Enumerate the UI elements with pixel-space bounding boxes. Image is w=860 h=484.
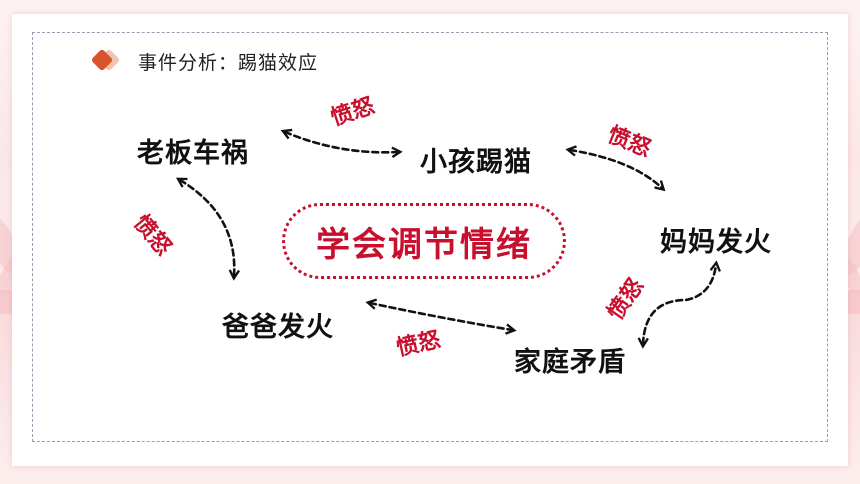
arrow-boss-child xyxy=(280,128,403,158)
arrow-dad-family xyxy=(365,298,517,335)
center-topic-label: 学会调节情绪 xyxy=(316,224,532,265)
center-topic: 学会调节情绪 xyxy=(282,203,566,279)
node-mom-angry: 妈妈发火 xyxy=(660,227,772,258)
dashed-frame xyxy=(32,32,828,442)
node-boss-accident: 老板车祸 xyxy=(137,138,249,169)
page-title: 事件分析：踢猫效应 xyxy=(138,51,319,74)
node-child-kicks-cat: 小孩踢猫 xyxy=(420,147,532,178)
slide-panel xyxy=(12,14,848,466)
node-dad-angry: 爸爸发火 xyxy=(222,312,334,343)
arrow-boss-dad xyxy=(175,177,241,281)
title-bar: 事件分析：踢猫效应 xyxy=(90,44,318,78)
arrow-family-mom xyxy=(637,260,721,349)
node-family-conflict: 家庭矛盾 xyxy=(514,347,626,378)
arrow-child-mom xyxy=(565,145,666,192)
